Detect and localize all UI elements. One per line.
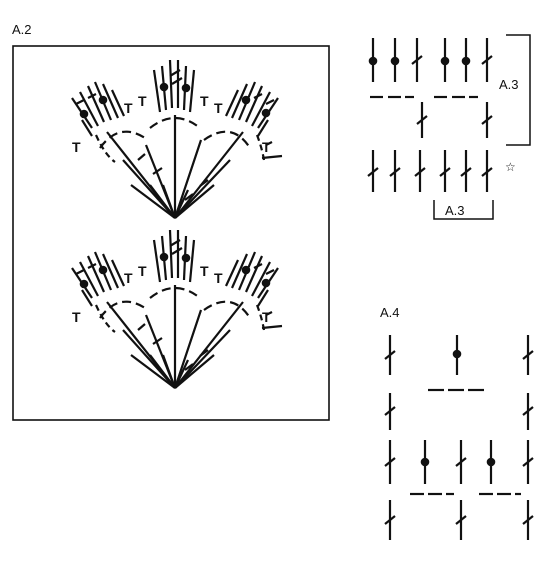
diagram-a4-label: A.4 (380, 305, 400, 320)
svg-text:T: T (124, 100, 133, 116)
svg-text:T: T (200, 263, 209, 279)
diagram-a2-label: A.2 (12, 22, 32, 37)
diagram-a2-frame (12, 45, 330, 421)
bead-dots-a4 (420, 349, 496, 467)
fan-motif-upper (71, 59, 283, 219)
diagram-a3-bottom-label: A.3 (445, 203, 465, 218)
svg-text:T: T (72, 139, 81, 155)
star-marker-icon: ☆ (505, 160, 516, 174)
bead-dots-a3 (368, 56, 471, 66)
diagram-a3-bracket-label: A.3 (499, 77, 519, 92)
fan-motif-lower: T T T T T T (71, 229, 283, 389)
svg-text:T: T (214, 100, 223, 116)
hdc-symbols-upper: T T T T T T (72, 93, 271, 155)
svg-text:T: T (138, 93, 147, 109)
diagram-a3 (367, 34, 531, 220)
svg-text:T: T (200, 93, 209, 109)
svg-text:T: T (124, 270, 133, 286)
svg-text:T: T (262, 309, 271, 325)
svg-text:T: T (214, 270, 223, 286)
diagram-a4 (384, 335, 534, 540)
svg-text:T: T (138, 263, 147, 279)
bead-dots-upper (79, 82, 271, 119)
svg-text:T: T (262, 139, 271, 155)
svg-text:T: T (72, 309, 81, 325)
